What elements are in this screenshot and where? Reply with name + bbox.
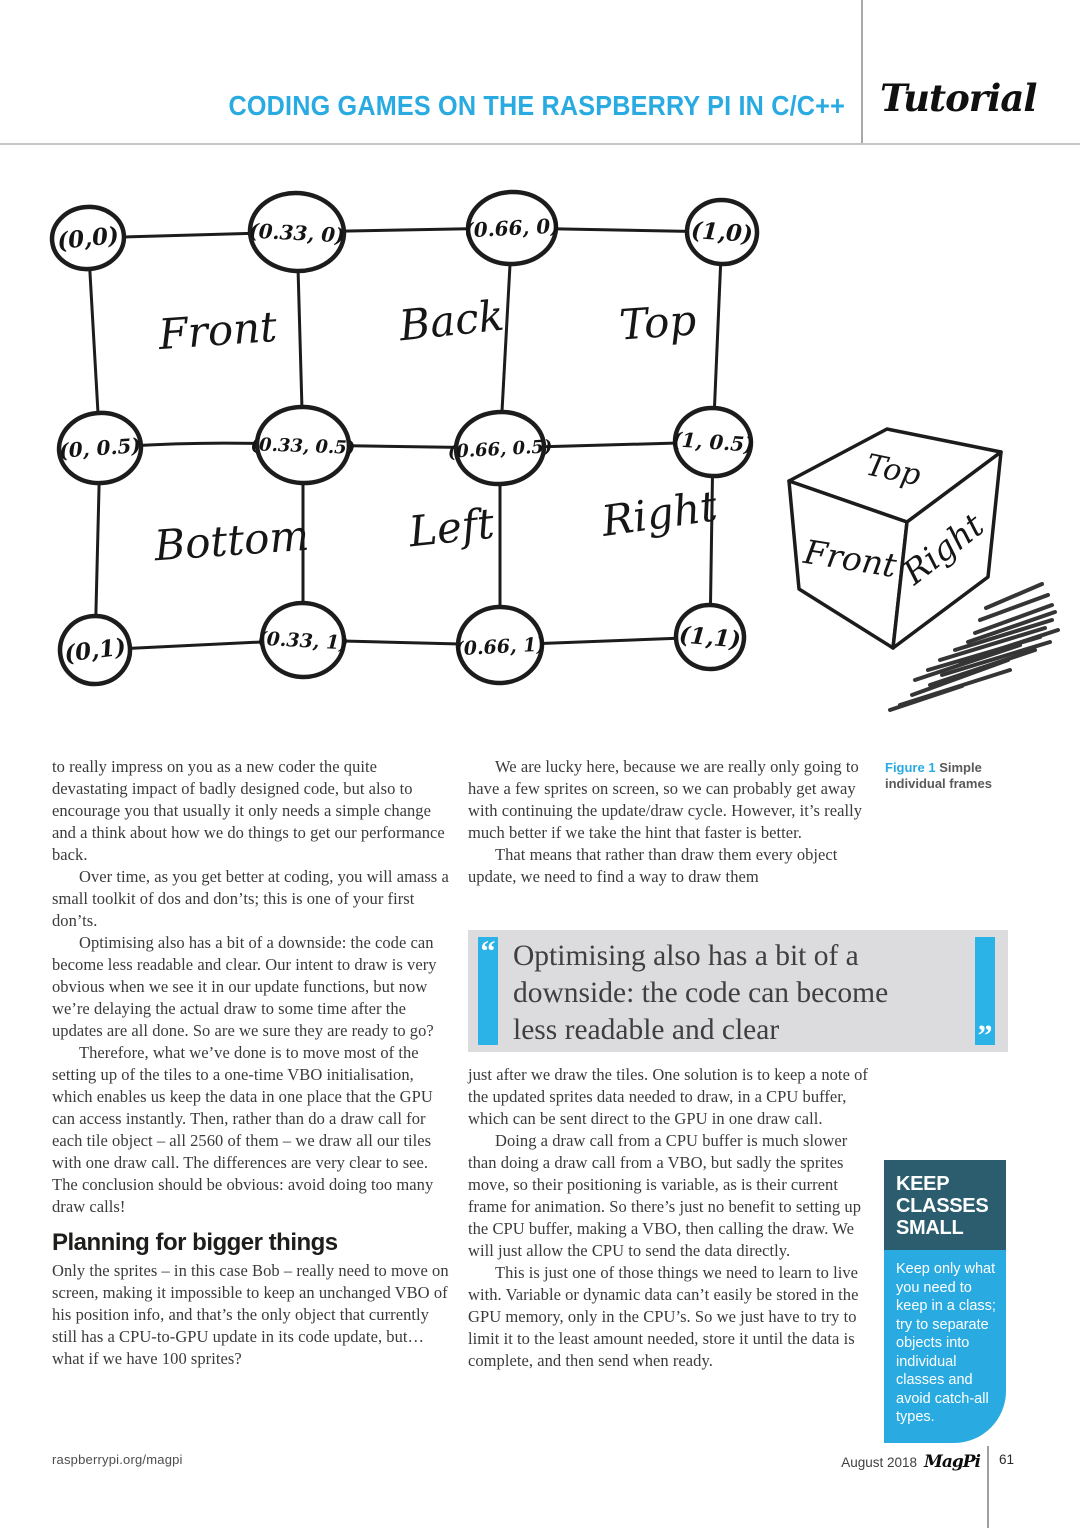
- figure-uv-sketch: (0,0) (0.33, 0) (0.66, 0) (1,0) (0, 0.5)…: [49, 189, 1060, 712]
- figure-caption-text: Simple individual frames: [885, 760, 992, 791]
- cube-sketch: [787, 427, 1003, 650]
- footer-divider: [987, 1446, 989, 1528]
- svg-text:(0.33, 0): (0.33, 0): [249, 219, 346, 248]
- paragraph: to really impress on you as a new coder …: [52, 757, 445, 864]
- footer-site-link[interactable]: raspberrypi.org/magpi: [52, 1452, 183, 1467]
- quote-line: downside: the code can become: [513, 977, 889, 1009]
- footer-issue-group: August 2018 MagPi: [841, 1452, 981, 1472]
- pull-quote: “ Optimising also has a bit of a downsid…: [468, 930, 1008, 1052]
- paragraph: Optimising also has a bit of a downside:…: [52, 933, 437, 1040]
- svg-text:Right: Right: [598, 481, 721, 546]
- svg-text:Front: Front: [156, 302, 279, 359]
- svg-text:(1, 0.5): (1, 0.5): [671, 427, 754, 457]
- section-heading: Planning for bigger things: [52, 1229, 338, 1256]
- cell-labels: Front Back Top Bottom Left Right: [152, 291, 721, 571]
- close-quote-icon: ”: [977, 1019, 993, 1052]
- header-vertical-divider: [861, 0, 863, 144]
- quote-line: less readable and clear: [513, 1014, 780, 1046]
- paragraph: Only the sprites – in this case Bob – re…: [52, 1261, 449, 1368]
- svg-text:Bottom: Bottom: [152, 511, 311, 571]
- node-labels: (0,0) (0.33, 0) (0.66, 0) (1,0) (0, 0.5)…: [56, 214, 755, 668]
- quote-bar-left: “: [478, 937, 498, 1045]
- pull-quote-text: Optimising also has a bit of a downside:…: [513, 938, 888, 1049]
- paragraph: just after we draw the tiles. One soluti…: [468, 1065, 868, 1128]
- svg-text:(0.33, 1): (0.33, 1): [257, 628, 349, 655]
- header-rule: [0, 143, 1080, 145]
- svg-text:(0.66, 0): (0.66, 0): [464, 214, 561, 243]
- tip-box-body: Keep only what you need to keep in a cla…: [884, 1250, 1006, 1443]
- svg-text:(0.66, 1): (0.66, 1): [454, 634, 546, 661]
- svg-text:(0, 0.5): (0, 0.5): [58, 433, 141, 463]
- paragraph: That means that rather than draw them ev…: [468, 845, 838, 886]
- page-number: 61: [999, 1452, 1015, 1467]
- svg-text:Back: Back: [396, 291, 506, 351]
- grid-lines: [86, 226, 724, 652]
- paragraph: Therefore, what we’ve done is to move mo…: [52, 1043, 434, 1216]
- section-tag: Tutorial: [880, 76, 1037, 120]
- grid-node-circles: [49, 189, 760, 687]
- figure-caption: Figure 1 Simple individual frames: [885, 760, 1015, 792]
- svg-text:(1,1): (1,1): [678, 621, 742, 653]
- svg-text:Top: Top: [618, 295, 698, 349]
- tip-box-title: KEEP CLASSES SMALL: [884, 1160, 1006, 1250]
- cube-shadow-hatching: [888, 582, 1060, 712]
- paragraph: We are lucky here, because we are really…: [468, 757, 863, 842]
- body-column-1: to really impress on you as a new coder …: [52, 756, 456, 1370]
- magpi-logo: MagPi: [924, 1452, 981, 1472]
- paragraph: Doing a draw call from a CPU buffer is m…: [468, 1131, 862, 1260]
- quote-line: Optimising also has a bit of a: [513, 940, 859, 972]
- body-column-2-top: We are lucky here, because we are really…: [468, 756, 872, 888]
- svg-text:Left: Left: [406, 499, 497, 557]
- footer-issue: August 2018: [841, 1455, 918, 1470]
- quote-bar-right: ”: [975, 937, 995, 1051]
- page-title: CODING GAMES ON THE RASPBERRY PI IN C/C+…: [228, 90, 845, 121]
- paragraph: Over time, as you get better at coding, …: [52, 867, 449, 930]
- svg-text:(0.33, 0.5): (0.33, 0.5): [250, 434, 355, 459]
- figure-caption-label: Figure 1: [885, 760, 936, 775]
- open-quote-icon: “: [480, 935, 496, 968]
- svg-text:(0,0): (0,0): [56, 222, 120, 255]
- svg-text:(1,0): (1,0): [690, 217, 754, 248]
- paragraph: This is just one of those things we need…: [468, 1263, 859, 1370]
- tip-box: KEEP CLASSES SMALL Keep only what you ne…: [884, 1160, 1006, 1443]
- body-column-2-bottom: just after we draw the tiles. One soluti…: [468, 1064, 872, 1372]
